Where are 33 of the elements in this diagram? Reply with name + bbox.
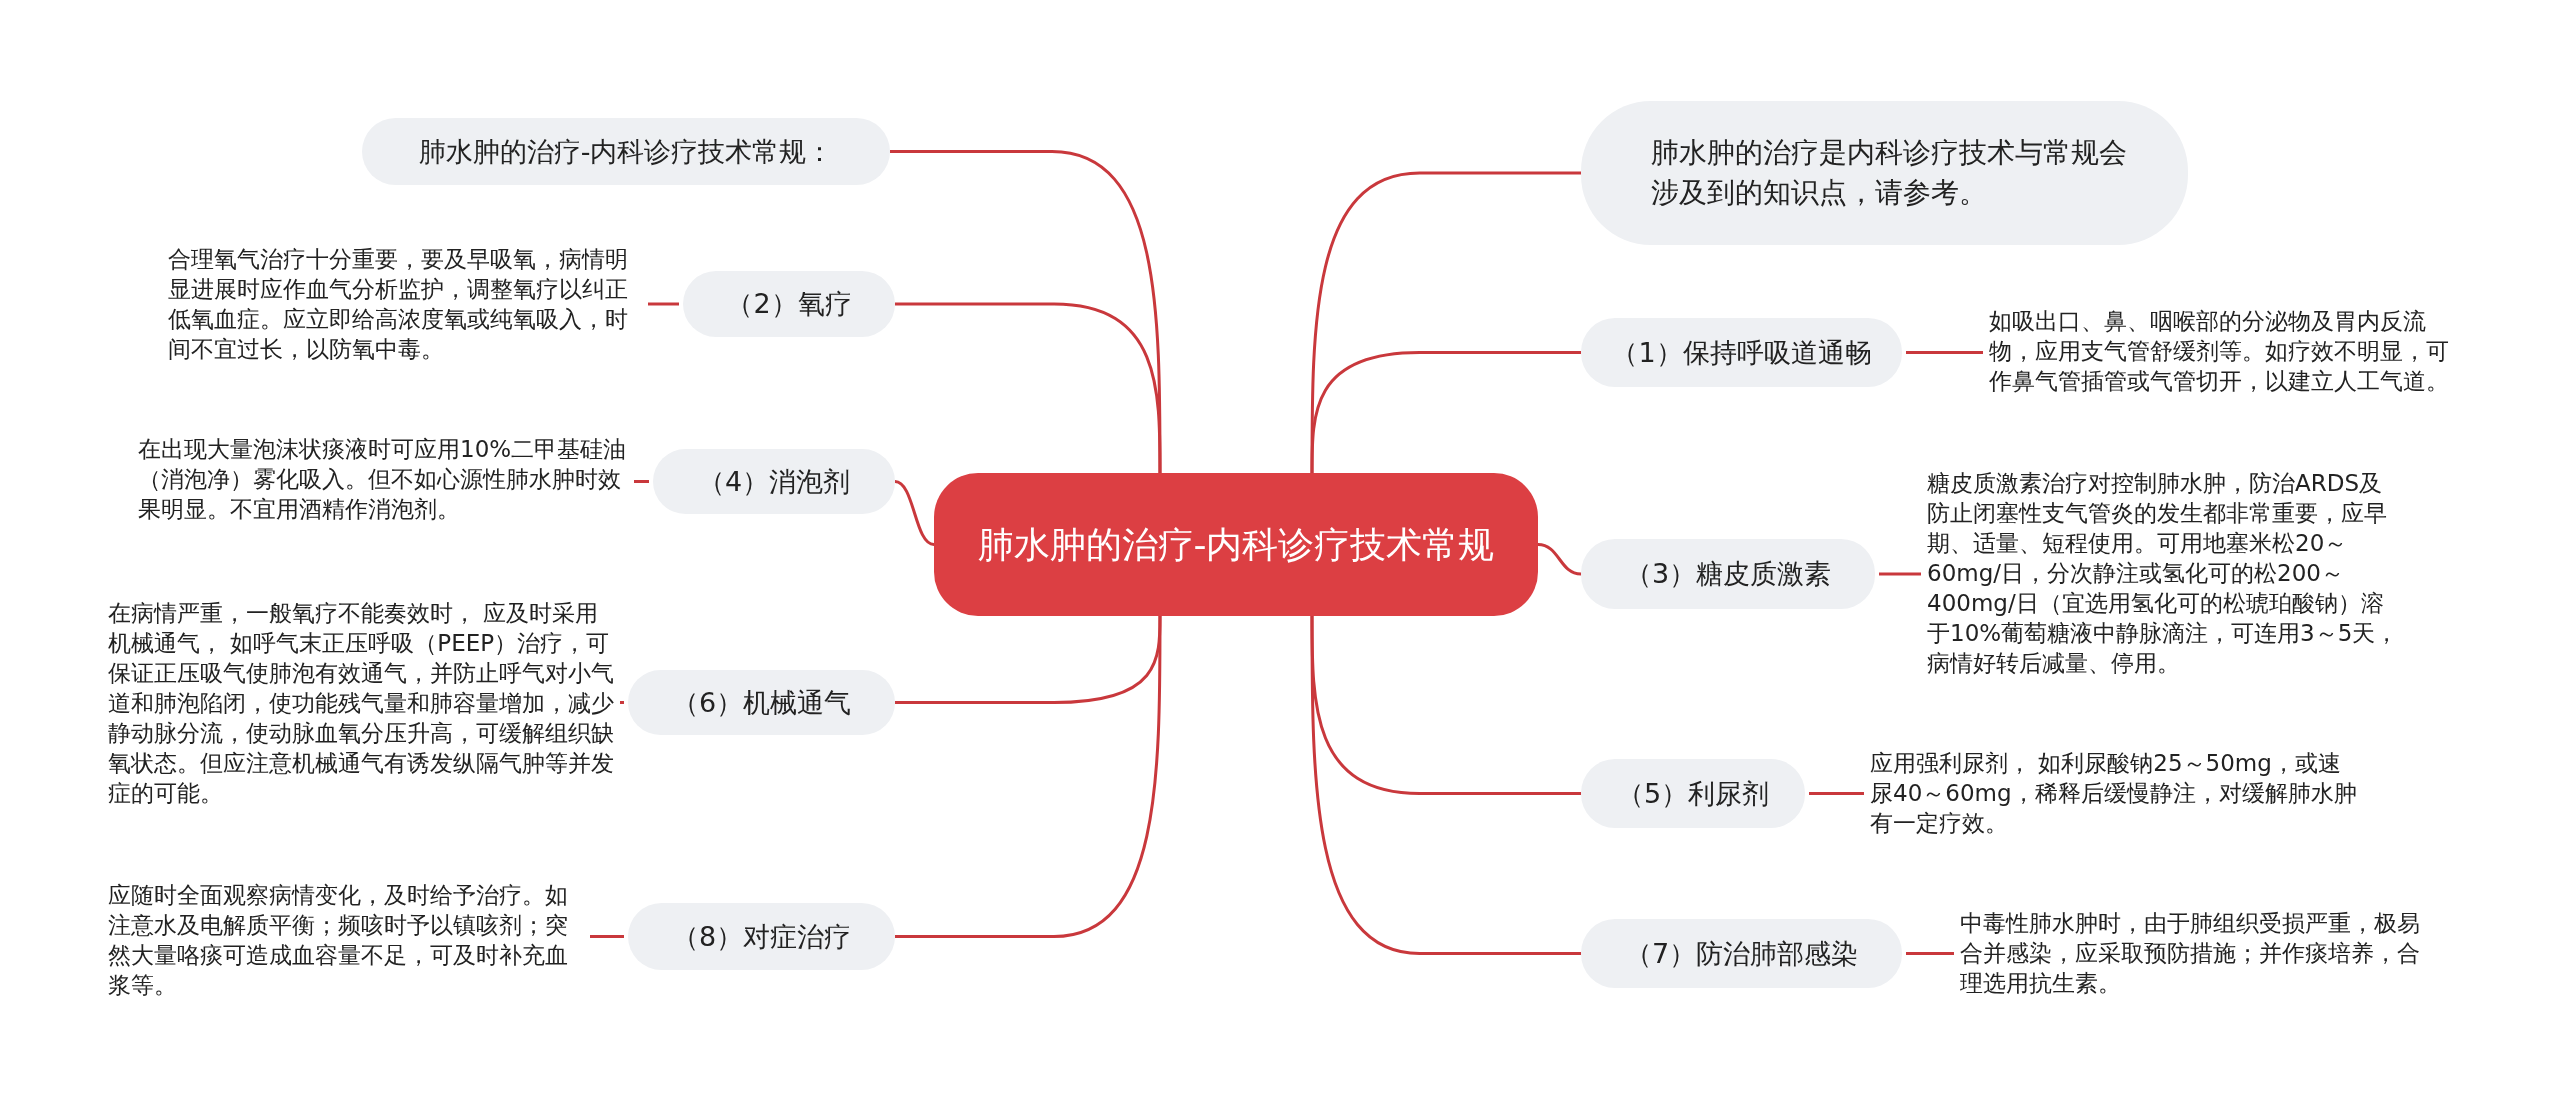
connector-line bbox=[590, 935, 624, 938]
topic-pill: （8）对症治疗 bbox=[628, 903, 895, 970]
connector-line bbox=[1906, 952, 1954, 955]
topic-pill: （5）利尿剂 bbox=[1581, 759, 1805, 828]
connector-line bbox=[648, 302, 679, 306]
topic-pill: 肺水肿的治疗-内科诊疗技术常规： bbox=[362, 118, 890, 185]
detail-text: 在病情严重，一般氧疗不能奏效时， 应及时采用机械通气， 如呼气末正压呼吸（PEEP）治疗，可保证正压吸气使肺泡有效通气，并防止呼气对小气道和肺泡陷闭，使功能残气量和肺容量增加，减少静动脉分流，使动脉血氧分压升高，可缓解组织缺氧状态。但应注意机械通气有诱发纵隔气肿等并发症的可能。 bbox=[108, 598, 614, 808]
branch-line bbox=[895, 302, 1162, 473]
branch-line bbox=[1310, 351, 1581, 473]
central-topic: 肺水肿的治疗-内科诊疗技术常规 bbox=[934, 473, 1538, 616]
branch-line bbox=[1537, 543, 1582, 576]
detail-text: 中毒性肺水肿时，由于肺组织受损严重，极易合并感染，应采取预防措施；并作痰培养，合理选用抗生素。 bbox=[1960, 908, 2434, 998]
branch-line bbox=[1310, 616, 1581, 955]
detail-text: 应随时全面观察病情变化，及时给予治疗。如注意水及电解质平衡；频咳时予以镇咳剂；突然大量咯痰可造成血容量不足，可及时补充血浆等。 bbox=[108, 880, 584, 1000]
detail-text: 合理氧气治疗十分重要，要及早吸氧，病情明显进展时应作血气分析监护，调整氧疗以纠正低氧血症。应立即给高浓度氧或纯氧吸入，时间不宜过长，以防氧中毒。 bbox=[168, 244, 642, 364]
branch-line bbox=[895, 616, 1162, 938]
note-bubble: 肺水肿的治疗是内科诊疗技术与常规会涉及到的知识点，请参考。 bbox=[1581, 101, 2188, 245]
topic-pill: （6）机械通气 bbox=[628, 670, 895, 735]
detail-text: 在出现大量泡沫状痰液时可应用10%二甲基硅油（消泡净）雾化吸入。但不如心源性肺水肿时效果明显。不宜用酒精作消泡剂。 bbox=[138, 434, 628, 524]
branch-line bbox=[894, 480, 935, 546]
connector-line bbox=[1879, 572, 1921, 576]
topic-pill: （7）防治肺部感染 bbox=[1581, 919, 1902, 988]
connector-line bbox=[1809, 792, 1864, 795]
detail-text: 糖皮质激素治疗对控制肺水肿，防治ARDS及防止闭塞性支气管炎的发生都非常重要，应早期、适量、短程使用。可用地塞米松20～60mg/日，分次静注或氢化可的松200～400mg/日（宜选用氢化可的松琥珀酸钠）溶于10%葡萄糖液中静脉滴注，可连用3～5天，病情好转后减量、停用。 bbox=[1927, 468, 2401, 678]
connector-line bbox=[1906, 351, 1983, 354]
topic-pill: （2）氧疗 bbox=[683, 271, 895, 337]
topic-pill: （3）糖皮质激素 bbox=[1581, 539, 1875, 609]
topic-pill: （1）保持呼吸道通畅 bbox=[1581, 318, 1902, 387]
detail-text: 如吸出口、鼻、咽喉部的分泌物及胃内反流物，应用支气管舒缓剂等。如疗效不明显，可作鼻气管插管或气管切开，以建立人工气道。 bbox=[1989, 306, 2463, 396]
topic-pill: （4）消泡剂 bbox=[653, 449, 895, 514]
connector-line bbox=[634, 480, 649, 483]
connector-line bbox=[620, 701, 624, 704]
detail-text: 应用强利尿剂， 如利尿酸钠25～50mg，或速尿40～60mg，稀释后缓慢静注，对缓解肺水肿有一定疗效。 bbox=[1870, 748, 2360, 838]
